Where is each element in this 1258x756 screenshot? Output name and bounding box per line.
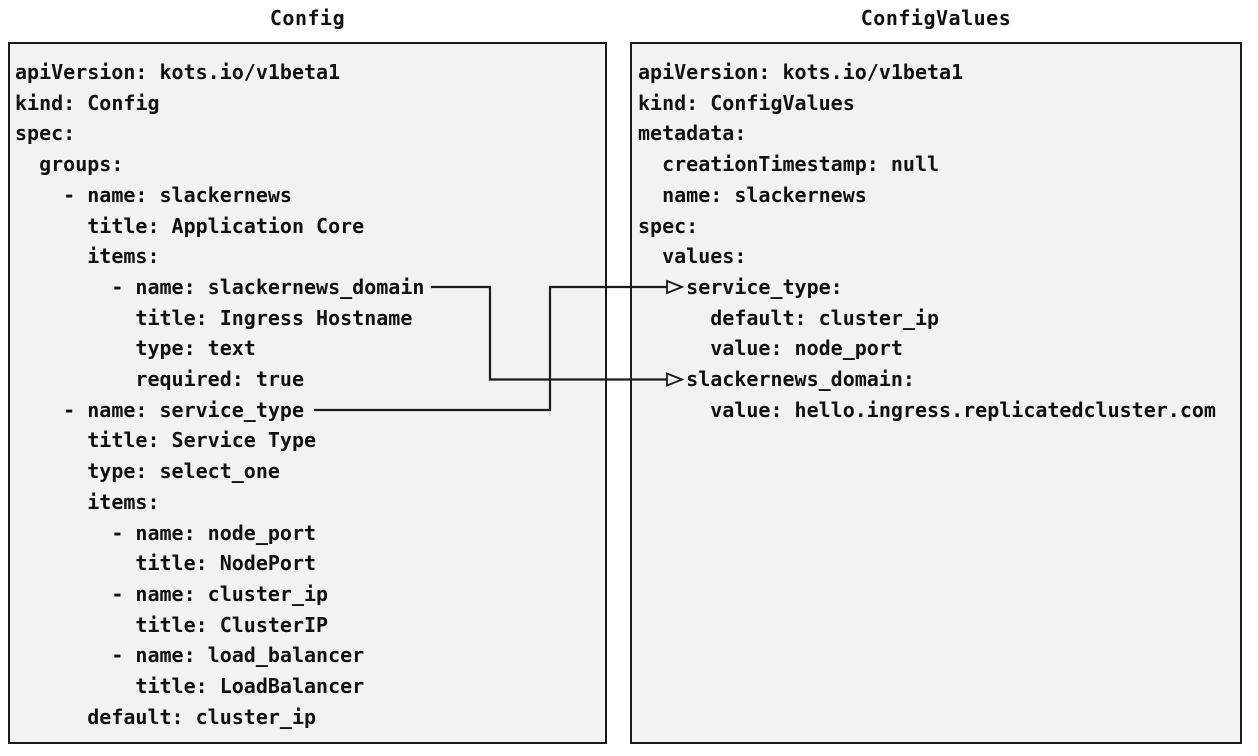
yaml-line-service-type-target: service_type:: [638, 274, 843, 299]
yaml-line: kind: Config: [15, 90, 160, 115]
yaml-line: required: true: [15, 367, 304, 392]
configvalues-panel-title: ConfigValues: [860, 6, 1012, 30]
yaml-line: title: Service Type: [15, 428, 317, 453]
yaml-line: title: ClusterIP: [15, 612, 329, 637]
yaml-line: apiVersion: kots.io/v1beta1: [15, 60, 341, 84]
yaml-line: title: NodePort: [15, 551, 317, 576]
yaml-line: title: LoadBalancer: [15, 674, 365, 699]
yaml-line: - name: slackernews: [15, 182, 292, 207]
yaml-line: name: slackernews: [638, 182, 867, 207]
configvalues-yaml-box: apiVersion: kots.io/v1beta1 kind: Config…: [630, 42, 1242, 744]
config-yaml-box: apiVersion: kots.io/v1beta1 kind: Config…: [8, 42, 607, 744]
yaml-line: default: cluster_ip: [15, 704, 317, 729]
yaml-line-slackernews-domain-target: slackernews_domain:: [638, 367, 915, 392]
yaml-line: spec:: [15, 121, 76, 146]
yaml-line: title: Application Core: [15, 213, 365, 238]
yaml-line: apiVersion: kots.io/v1beta1: [638, 60, 964, 84]
yaml-line: title: Ingress Hostname: [15, 305, 413, 330]
yaml-line: spec:: [638, 213, 699, 238]
yaml-line: type: text: [15, 336, 256, 361]
yaml-line: items:: [15, 489, 160, 514]
yaml-line: type: select_one: [15, 459, 280, 484]
config-panel-title: Config: [269, 6, 346, 30]
yaml-line: metadata:: [638, 121, 747, 146]
yaml-line: values:: [638, 244, 747, 269]
yaml-line-slackernews-domain: - name: slackernews_domain: [15, 274, 425, 299]
yaml-line: value: node_port: [638, 336, 903, 361]
yaml-line: - name: cluster_ip: [15, 581, 329, 606]
yaml-line: creationTimestamp: null: [638, 152, 940, 177]
yaml-line-service-type: - name: service_type: [15, 397, 304, 422]
yaml-line: - name: load_balancer: [15, 643, 365, 668]
yaml-line: default: cluster_ip: [638, 305, 940, 330]
yaml-line: - name: node_port: [15, 520, 317, 545]
yaml-line: groups:: [15, 152, 124, 177]
yaml-line: items:: [15, 244, 160, 269]
yaml-line: value: hello.ingress.replicatedcluster.c…: [638, 397, 1216, 422]
yaml-line: kind: ConfigValues: [638, 90, 855, 115]
